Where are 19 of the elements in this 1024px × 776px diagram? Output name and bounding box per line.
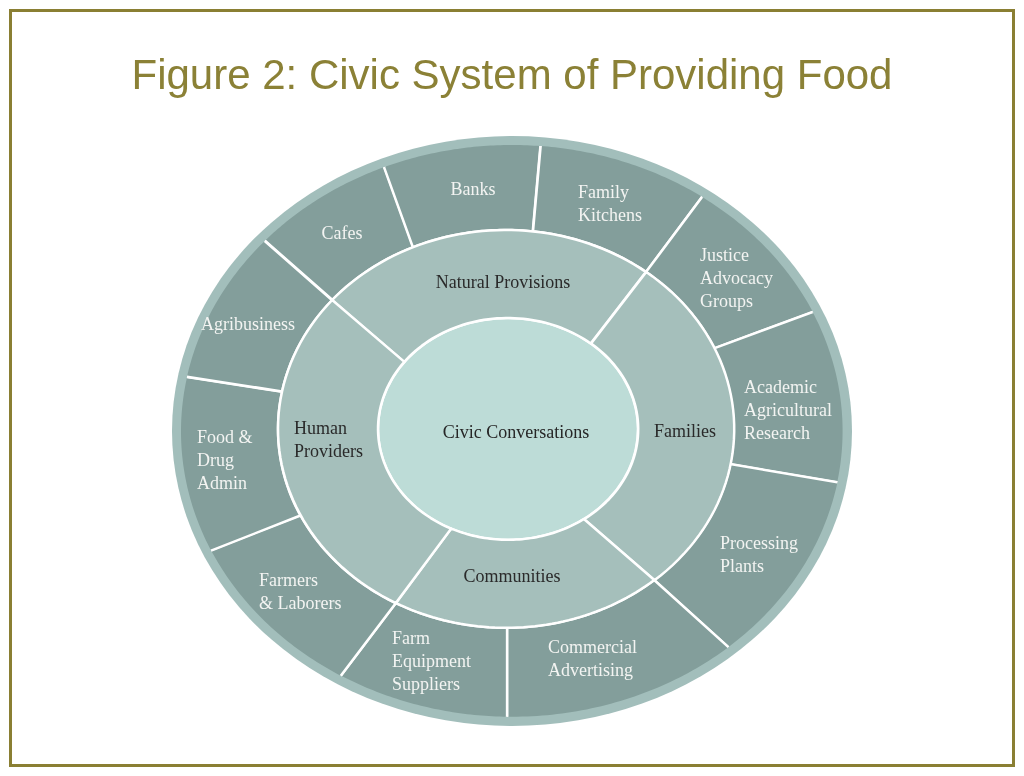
segment-label: Farm Equipment Suppliers	[392, 627, 471, 697]
segment-label: Justice Advocacy Groups	[700, 244, 773, 314]
segment-label: Civic Conversations	[442, 420, 590, 444]
segment-label: Cafes	[321, 222, 363, 246]
center-ellipse	[376, 316, 640, 542]
segment-label: Farmers & Laborers	[259, 569, 342, 616]
segment-label: Agribusiness	[201, 313, 295, 337]
segment-label: Food & Drug Admin	[197, 426, 253, 496]
segment-label: Banks	[450, 178, 496, 202]
segment-label: Commercial Advertising	[548, 636, 637, 683]
segment-label: Academic Agricultural Research	[744, 376, 832, 446]
segment-label: Natural Provisions	[435, 271, 571, 295]
segment-label: Processing Plants	[720, 532, 798, 579]
segment-label: Communities	[463, 565, 561, 589]
segment-label: Family Kitchens	[578, 181, 642, 228]
segment-label: Human Providers	[294, 417, 363, 464]
inner-ring-segment	[393, 517, 657, 630]
segment-label: Families	[654, 420, 716, 444]
figure-title: Figure 2: Civic System of Providing Food	[131, 50, 893, 100]
